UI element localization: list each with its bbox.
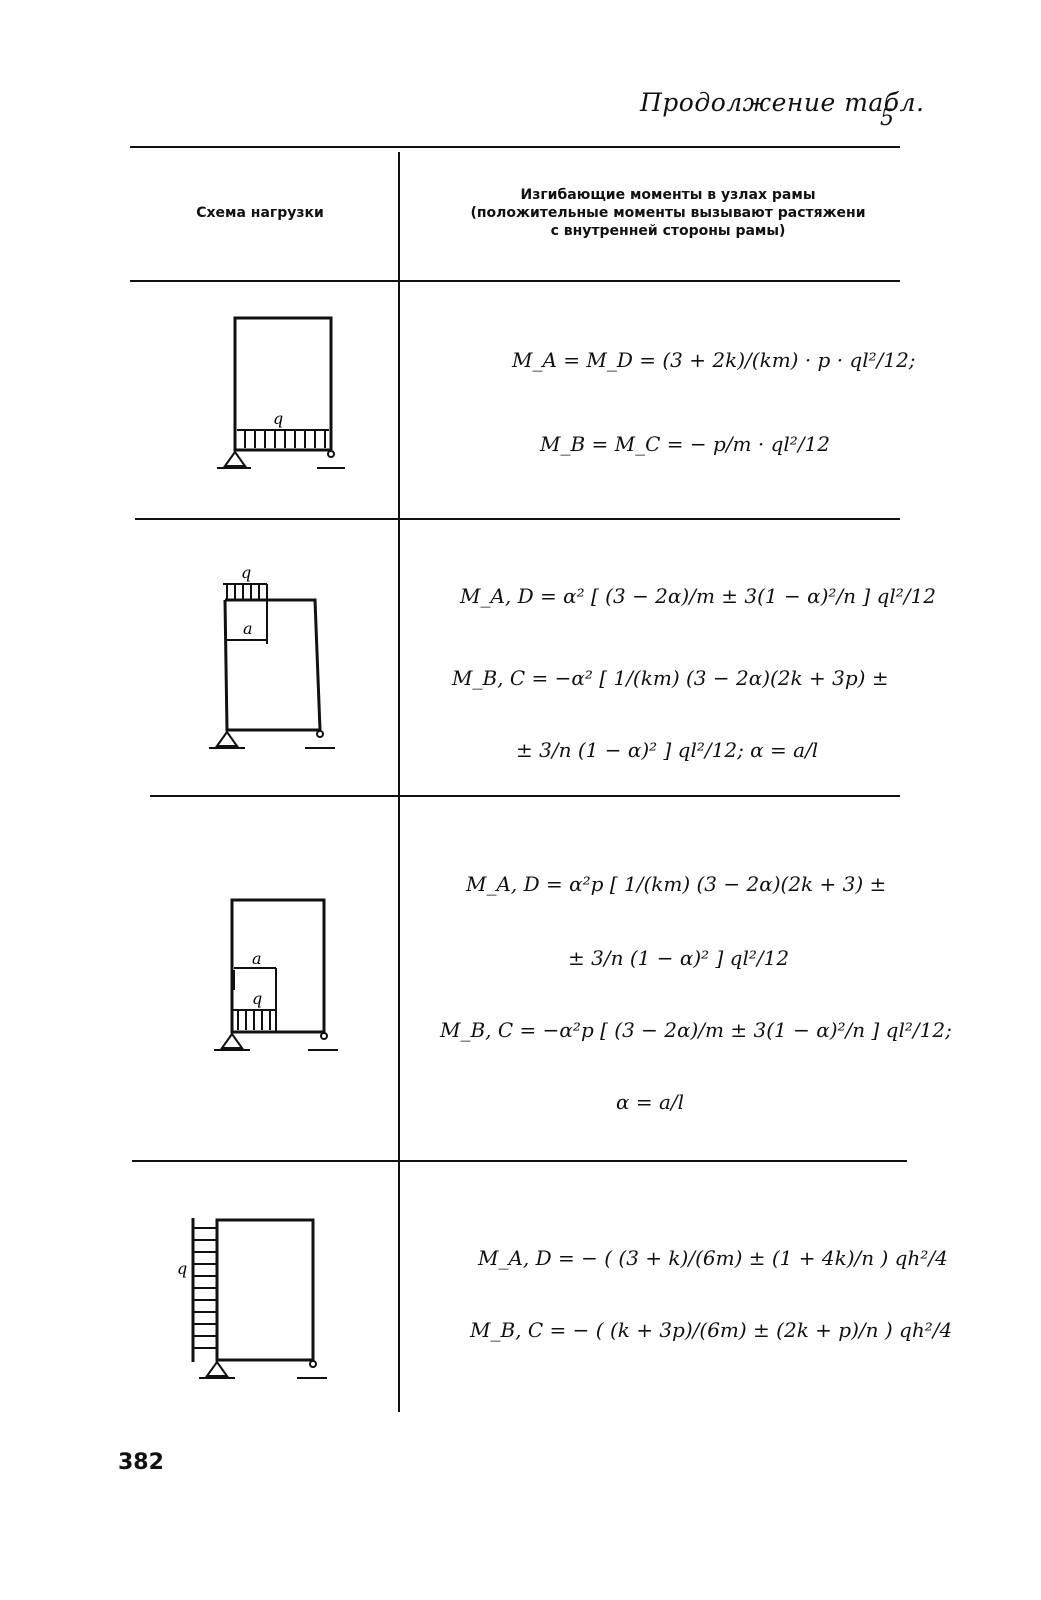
frame-scheme-4: q <box>177 1218 327 1379</box>
formula-row2-3: ± 3/n (1 − α)² ] ql²/12; α = a/l <box>516 738 819 762</box>
formula-row3-4: α = a/l <box>616 1090 685 1114</box>
column-divider <box>398 152 400 1412</box>
column-header-scheme: Схема нагрузки <box>196 205 324 221</box>
formula-row2-1: M_A, D = α² [ (3 − 2α)/m ± 3(1 − α)²/n ]… <box>460 584 936 608</box>
load-label-q: q <box>177 1259 187 1278</box>
row-divider-2 <box>150 795 900 797</box>
table-top-rule <box>130 146 900 148</box>
formula-row1-1: M_A = M_D = (3 + 2k)/(km) · p · ql²/12; <box>512 348 916 372</box>
formula-row2-2: M_B, C = −α² [ 1/(km) (3 − 2α)(2k + 3p) … <box>452 666 889 690</box>
table-number: 5 <box>880 106 894 131</box>
load-label-q: q <box>252 989 262 1008</box>
formula-row4-2: M_B, C = − ( (k + 3p)/(6m) ± (2k + p)/n … <box>470 1318 953 1342</box>
table-caption: Продолжение табл. <box>640 88 925 117</box>
row-divider-1 <box>135 518 900 520</box>
load-label-q: q <box>273 409 283 428</box>
formula-row3-1: M_A, D = α²p [ 1/(km) (3 − 2α)(2k + 3) ± <box>466 872 887 896</box>
formula-row1-2: M_B = M_C = − p/m · ql²/12 <box>540 432 830 456</box>
frame-scheme-3: a q <box>214 898 338 1051</box>
column-header-line: (положительные моменты вызывают растяжен… <box>470 205 866 221</box>
column-header-moments: Изгибающие моменты в узлах рамы (положит… <box>418 186 918 240</box>
header-bottom-rule <box>130 280 900 282</box>
row-divider-3 <box>132 1160 907 1162</box>
formula-row3-2: ± 3/n (1 − α)² ] ql²/12 <box>568 946 790 970</box>
column-header-line: с внутренней стороны рамы) <box>550 223 786 239</box>
page-number: 382 <box>118 1450 164 1475</box>
dimension-label-a: a <box>243 619 253 638</box>
formula-row4-1: M_A, D = − ( (3 + k)/(6m) ± (1 + 4k)/n )… <box>478 1246 948 1270</box>
column-header-line: Изгибающие моменты в узлах рамы <box>520 187 816 203</box>
frame-scheme-1: q <box>217 316 345 469</box>
frame-scheme-2: q a <box>209 563 335 749</box>
formula-row3-3: M_B, C = −α²p [ (3 − 2α)/m ± 3(1 − α)²/n… <box>440 1018 952 1042</box>
load-label-q: q <box>241 563 251 582</box>
dimension-label-a: a <box>252 949 262 968</box>
